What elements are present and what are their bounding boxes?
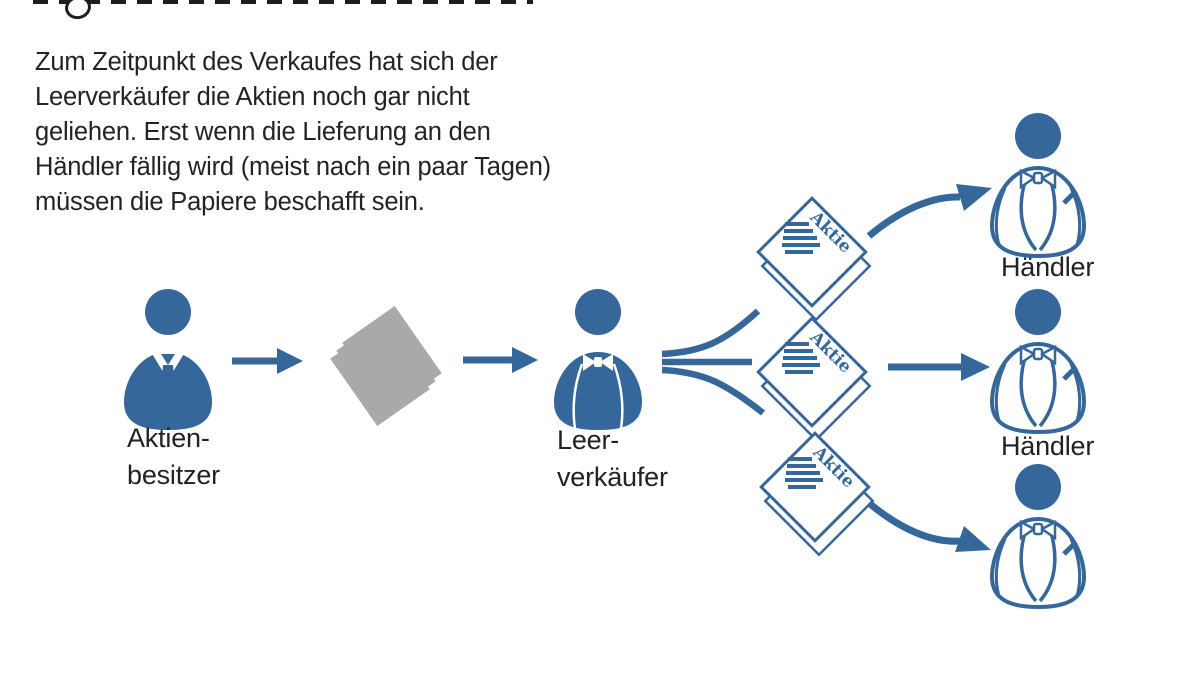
intro-line: Leerverkäufer die Aktien noch gar nicht — [35, 83, 470, 111]
aktienbesitzer-label: Aktien- besitzer — [127, 420, 220, 494]
intro-paragraph: Zum Zeitpunkt des Verkaufes hat sich der… — [35, 45, 551, 220]
aktienbesitzer-figure — [124, 289, 212, 430]
arrow-doc-to-trader-bottom — [866, 500, 991, 552]
arrow-papers-to-shortseller — [463, 347, 538, 373]
arrow-doc-to-trader-top — [866, 184, 992, 239]
intro-line: müssen die Papiere beschafft sein. — [35, 188, 425, 216]
leerverkaeufer-figure — [552, 287, 644, 432]
aktie-document-middle: Aktie — [756, 316, 872, 442]
document-text-lines — [782, 342, 820, 374]
aktie-document-bottom: Aktie — [759, 431, 875, 557]
haendler-top-figure — [992, 113, 1084, 256]
fan-branches — [661, 308, 766, 416]
label-line: verkäufer — [557, 462, 668, 492]
haendler-middle-label: Händler — [1001, 431, 1095, 461]
paper-stack — [330, 306, 442, 426]
cropped-heading-letter-bottoms — [33, 0, 533, 4]
haendler-middle-figure — [992, 289, 1084, 432]
arrow-owner-to-papers — [232, 348, 303, 374]
leerverkaeufer-label: Leer- verkäufer — [557, 422, 668, 496]
intro-line: Zum Zeitpunkt des Verkaufes hat sich der — [35, 48, 498, 76]
label-line: besitzer — [127, 460, 220, 490]
label-line: Aktien- — [127, 423, 210, 453]
haendler-top-label: Händler — [1001, 252, 1095, 282]
arrow-doc-to-trader-middle — [888, 353, 990, 381]
label-line: Leer- — [557, 425, 620, 455]
haendler-bottom-figure — [992, 464, 1084, 607]
intro-line: Händler fällig wird (meist nach ein paar… — [35, 153, 551, 181]
intro-line: geliehen. Erst wenn die Lieferung an den — [35, 118, 491, 146]
cropped-heading — [33, 0, 533, 22]
document-text-lines — [782, 222, 820, 254]
aktie-document-top: Aktie — [756, 196, 872, 322]
document-text-lines — [785, 457, 823, 489]
